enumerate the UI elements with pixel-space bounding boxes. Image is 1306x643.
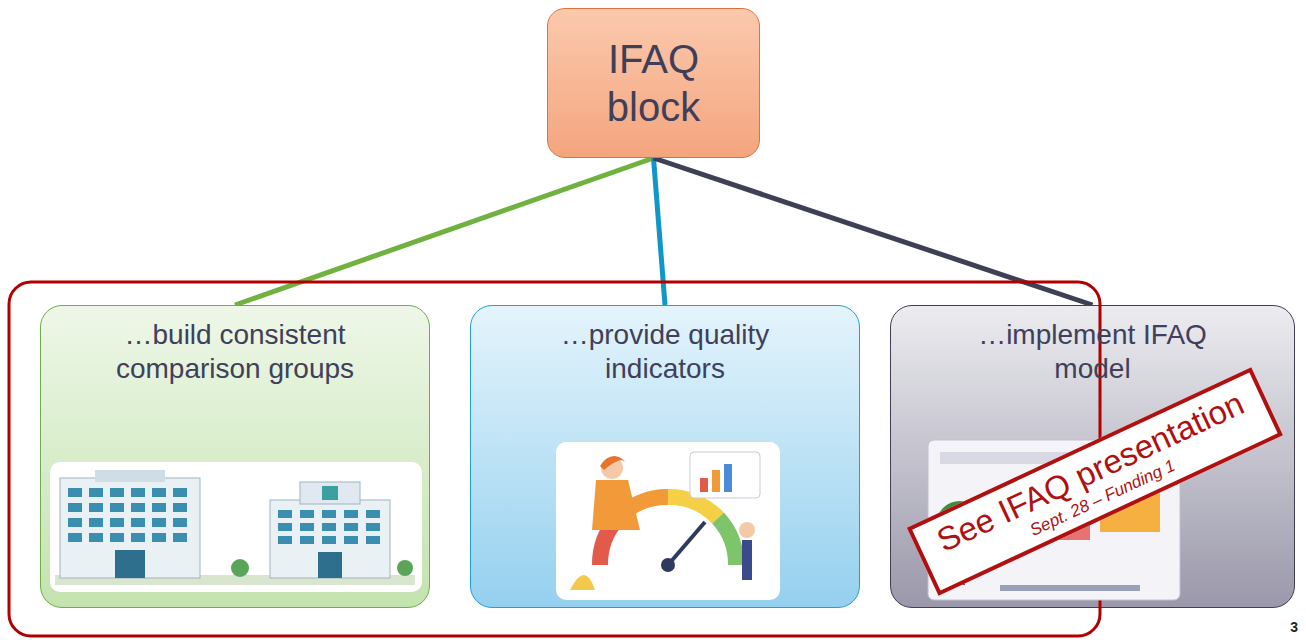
node-label: …build consistent comparison groups [85,318,385,385]
task-box: …provide quality indicators [470,305,860,608]
node-label: IFAQ block [579,35,729,131]
task-box: …build consistent comparison groups [40,305,430,608]
connector-line [235,158,654,305]
buildings-illustration [50,462,422,592]
top-block: IFAQ block [547,8,760,158]
node-label: …implement IFAQ model [953,318,1233,385]
page-number: 3 [1290,619,1298,635]
connector-line [654,158,666,305]
connector-line [654,158,1093,305]
gauge-illustration [556,442,780,600]
node-label: …provide quality indicators [515,318,815,385]
